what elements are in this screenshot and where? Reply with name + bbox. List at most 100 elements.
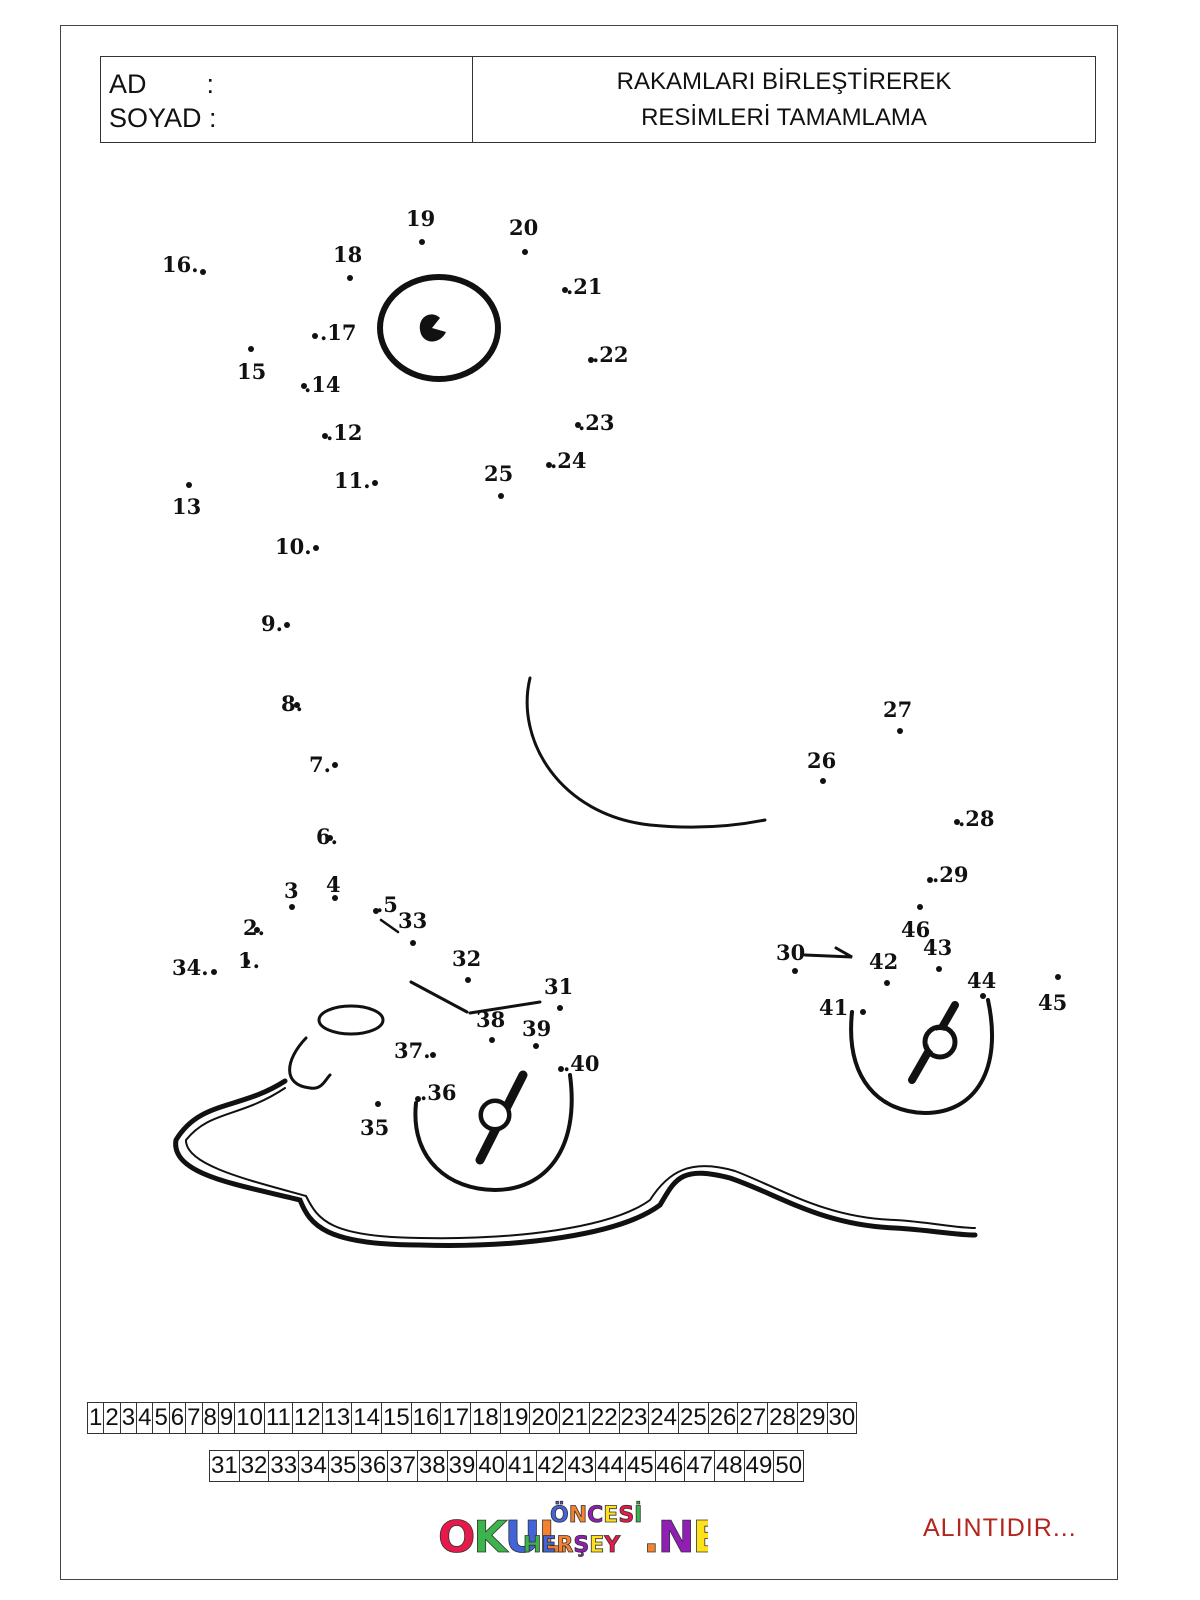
point-dot — [332, 895, 338, 901]
number-cell: 17 — [440, 1402, 472, 1434]
point-dot — [954, 819, 960, 825]
surname-label: SOYAD : — [109, 103, 217, 133]
number-cell: 21 — [559, 1402, 590, 1434]
point-label: 1. — [238, 948, 260, 973]
point-dot — [917, 904, 923, 910]
point-dot — [254, 927, 260, 933]
point-label: 45 — [1038, 990, 1067, 1015]
point-dot — [419, 239, 425, 245]
point-label: 11. — [334, 468, 371, 493]
number-cell: 26 — [707, 1402, 739, 1434]
number-cell: 25 — [678, 1402, 709, 1434]
number-cell: 4 — [136, 1402, 154, 1434]
point-dot — [347, 275, 353, 281]
point-label: 30 — [776, 940, 805, 965]
number-cell: 20 — [529, 1402, 561, 1434]
logo-word-hersey: HERŞEY — [523, 1533, 621, 1558]
number-cell: 31 — [209, 1450, 240, 1482]
point-dot — [820, 778, 826, 784]
number-cell: 42 — [535, 1450, 567, 1482]
number-cell: 12 — [291, 1402, 323, 1434]
worksheet-title: RAKAMLARI BİRLEŞTİREREK RESİMLERİ TAMAML… — [473, 57, 1095, 142]
number-cell: 39 — [446, 1450, 478, 1482]
number-cell: 6 — [168, 1402, 187, 1434]
number-cell: 48 — [713, 1450, 745, 1482]
point-dot — [884, 980, 890, 986]
point-dot — [557, 1005, 563, 1011]
point-label: 25 — [484, 461, 513, 486]
point-dot — [1055, 974, 1061, 980]
number-cell: 28 — [767, 1402, 798, 1434]
point-dot — [533, 1043, 539, 1049]
point-label: .12 — [326, 420, 363, 445]
point-dot — [498, 493, 504, 499]
title-line-1: RAKAMLARI BİRLEŞTİREREK — [616, 67, 952, 95]
worksheet-frame — [60, 25, 1118, 1580]
number-cell: 13 — [321, 1402, 353, 1434]
whisker-mark — [409, 980, 542, 1015]
point-dot — [860, 1009, 866, 1015]
point-label: 16. — [162, 252, 199, 277]
point-dot — [546, 462, 552, 468]
nose-curve — [288, 1036, 332, 1090]
credit-text: ALINTIDIR... — [923, 1514, 1077, 1542]
point-dot — [294, 702, 300, 708]
tail — [173, 1078, 978, 1248]
point-label: .17 — [320, 320, 357, 345]
point-dot — [301, 383, 307, 389]
ear-arc — [525, 676, 767, 829]
tail-inner — [184, 1087, 976, 1240]
point-dot — [244, 959, 250, 965]
number-cell: 40 — [476, 1450, 508, 1482]
number-cell: 8 — [201, 1402, 219, 1434]
left-wheel-hub-fill — [483, 1103, 507, 1127]
header-box: AD : SOYAD : RAKAMLARI BİRLEŞTİREREK RES… — [100, 56, 1096, 143]
point-dot — [332, 762, 338, 768]
number-cell: 38 — [416, 1450, 448, 1482]
number-cell: 15 — [380, 1402, 412, 1434]
point-label: .5 — [376, 892, 398, 917]
number-cell: 47 — [684, 1450, 715, 1482]
point-label: 7. — [309, 752, 331, 777]
number-cell: 30 — [826, 1402, 858, 1434]
point-label: 39 — [522, 1016, 551, 1041]
number-cell: 16 — [410, 1402, 442, 1434]
number-cell: 23 — [618, 1402, 650, 1434]
point-label: .23 — [578, 410, 615, 435]
number-cell: 46 — [654, 1450, 686, 1482]
point-dot — [322, 433, 328, 439]
dot-5-33-stroke — [379, 918, 400, 934]
point-label: 43 — [923, 935, 952, 960]
point-label: 8. — [281, 691, 303, 716]
point-dot — [792, 968, 798, 974]
number-cell: 7 — [185, 1402, 203, 1434]
whisker-mark-right — [803, 946, 853, 959]
point-dot — [186, 482, 192, 488]
point-dot — [200, 269, 206, 275]
student-info: AD : SOYAD : — [101, 57, 473, 142]
point-dot — [211, 969, 217, 975]
point-dot — [465, 977, 471, 983]
point-label: .14 — [304, 372, 341, 397]
point-label: .24 — [550, 448, 587, 473]
point-label: 42 — [869, 949, 898, 974]
number-cell: 22 — [588, 1402, 620, 1434]
point-label: 19 — [406, 206, 435, 231]
number-cell: 45 — [624, 1450, 656, 1482]
point-label: .40 — [563, 1051, 600, 1076]
right-wheel-hub-fill — [928, 1030, 952, 1054]
point-label: 37. — [394, 1038, 431, 1063]
point-dot — [927, 877, 933, 883]
number-cell: 50 — [773, 1450, 805, 1482]
number-cell: 33 — [268, 1450, 300, 1482]
point-dot — [522, 249, 528, 255]
number-cell: 5 — [152, 1402, 170, 1434]
point-label: .29 — [932, 862, 969, 887]
number-cell: 3 — [119, 1402, 138, 1434]
point-dot — [562, 287, 568, 293]
point-dot — [373, 908, 379, 914]
left-wheel-arc — [413, 1073, 574, 1193]
point-dot — [375, 1101, 381, 1107]
